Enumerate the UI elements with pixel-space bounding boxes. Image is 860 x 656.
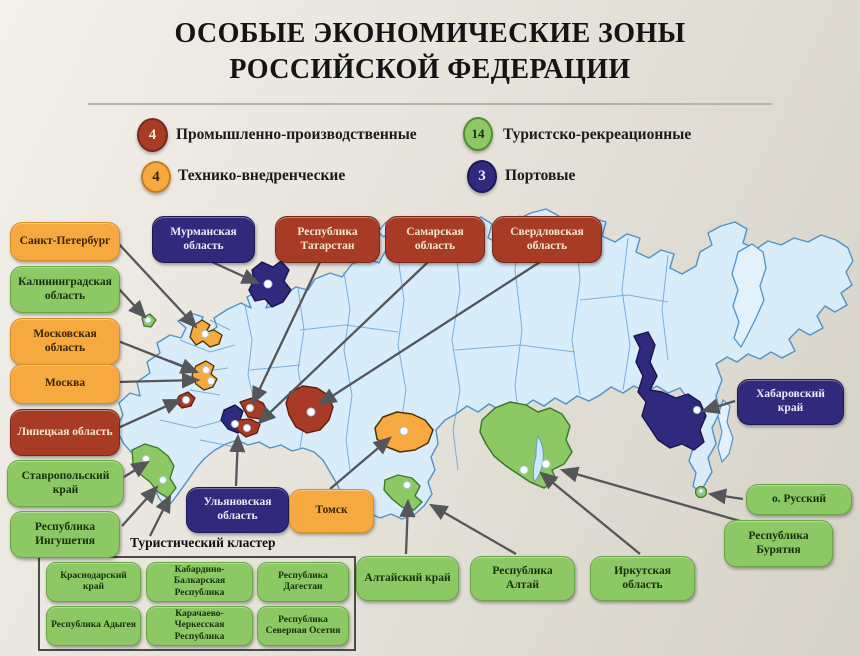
legend-count-tourist: 14	[463, 117, 493, 151]
region-label-respublika-altay: Республика Алтай	[470, 556, 575, 601]
cluster-label-krasnodarskiy-kray: Краснодарский край	[46, 562, 141, 602]
cluster-label-respublika-dagestan: Республика Дагестан	[257, 562, 349, 602]
region-label-kaliningradskaya: Калининградская область	[10, 266, 120, 313]
region-label-respublika-ingushetiya: Республика Ингушетия	[10, 511, 120, 558]
legend-count-tech: 4	[141, 161, 171, 193]
tourist-cluster-box	[38, 556, 356, 651]
site-markers	[142, 279, 704, 494]
region-label-murmanskaya-oblast: Мурманская область	[152, 216, 255, 263]
map-region-khabarovsk	[633, 331, 707, 451]
legend-count-industrial: 4	[137, 118, 168, 152]
legend-label-port: Портовые	[505, 167, 576, 184]
title-line-1: ОСОБЫЕ ЭКОНОМИЧЕСКИЕ ЗОНЫ	[174, 18, 686, 49]
title-divider	[88, 103, 772, 105]
region-label-irkutskaya-oblast: Иркутская область	[590, 556, 695, 601]
region-label-khabarovskiy-kray: Хабаровский край	[737, 379, 844, 425]
sakhalin-island	[717, 398, 734, 464]
legend-label-tech: Технико-внедренческие	[178, 167, 346, 184]
region-label-respublika-tatarstan: Республика Татарстан	[275, 216, 380, 263]
tourist-cluster-caption: Туристический кластер	[130, 535, 276, 550]
cluster-label-kabardino-balkarskaya: Кабардино-Балкарская Республика	[146, 562, 253, 602]
region-label-samarskaya-oblast: Самарская область	[385, 216, 485, 263]
landmass	[115, 208, 854, 520]
region-label-sankt-peterburg: Санкт-Петербург	[10, 222, 120, 261]
legend-label-industrial: Промышленно-производственные	[176, 126, 417, 143]
region-label-moskovskaya-oblast: Московская область	[10, 318, 120, 365]
region-label-altayskiy-kray: Алтайский край	[356, 556, 459, 601]
region-label-sverdlovskaya-oblast: Свердловская область	[492, 216, 602, 263]
region-label-respublika-buryatiya: Республика Бурятия	[724, 520, 833, 567]
region-label-ostrov-russkiy: о. Русский	[746, 484, 852, 515]
region-label-stavropolskiy-kray: Ставропольский край	[7, 460, 124, 507]
kamchatka-peninsula	[731, 243, 767, 349]
title-line-2: РОССИЙСКОЙ ФЕДЕРАЦИИ	[229, 54, 631, 86]
legend-label-tourist: Туристско-рекреационные	[503, 126, 692, 143]
legend-count-port: 3	[467, 160, 497, 193]
map-region-irkutsk-buryatia	[479, 401, 573, 489]
lake-baikal	[532, 435, 544, 483]
cluster-label-karachaevo-cherkesskaya: Карачаево-Черкесская Республика	[146, 606, 253, 646]
region-label-lipetskaya-oblast: Липецкая область	[10, 409, 120, 456]
region-label-tomsk: Томск	[289, 489, 374, 533]
cluster-label-respublika-adygeya: Республика Адыгея	[46, 606, 141, 646]
region-label-ulyanovskaya-oblast: Ульяновская область	[186, 487, 289, 533]
page-title: ОСОБЫЕ ЭКОНОМИЧЕСКИЕ ЗОНЫ РОССИЙСКОЙ ФЕД…	[0, 16, 860, 89]
connector-arrows	[117, 242, 744, 555]
cluster-label-severnaya-osetiya: Республика Северная Осетия	[257, 606, 349, 646]
region-label-moskva: Москва	[10, 364, 120, 404]
